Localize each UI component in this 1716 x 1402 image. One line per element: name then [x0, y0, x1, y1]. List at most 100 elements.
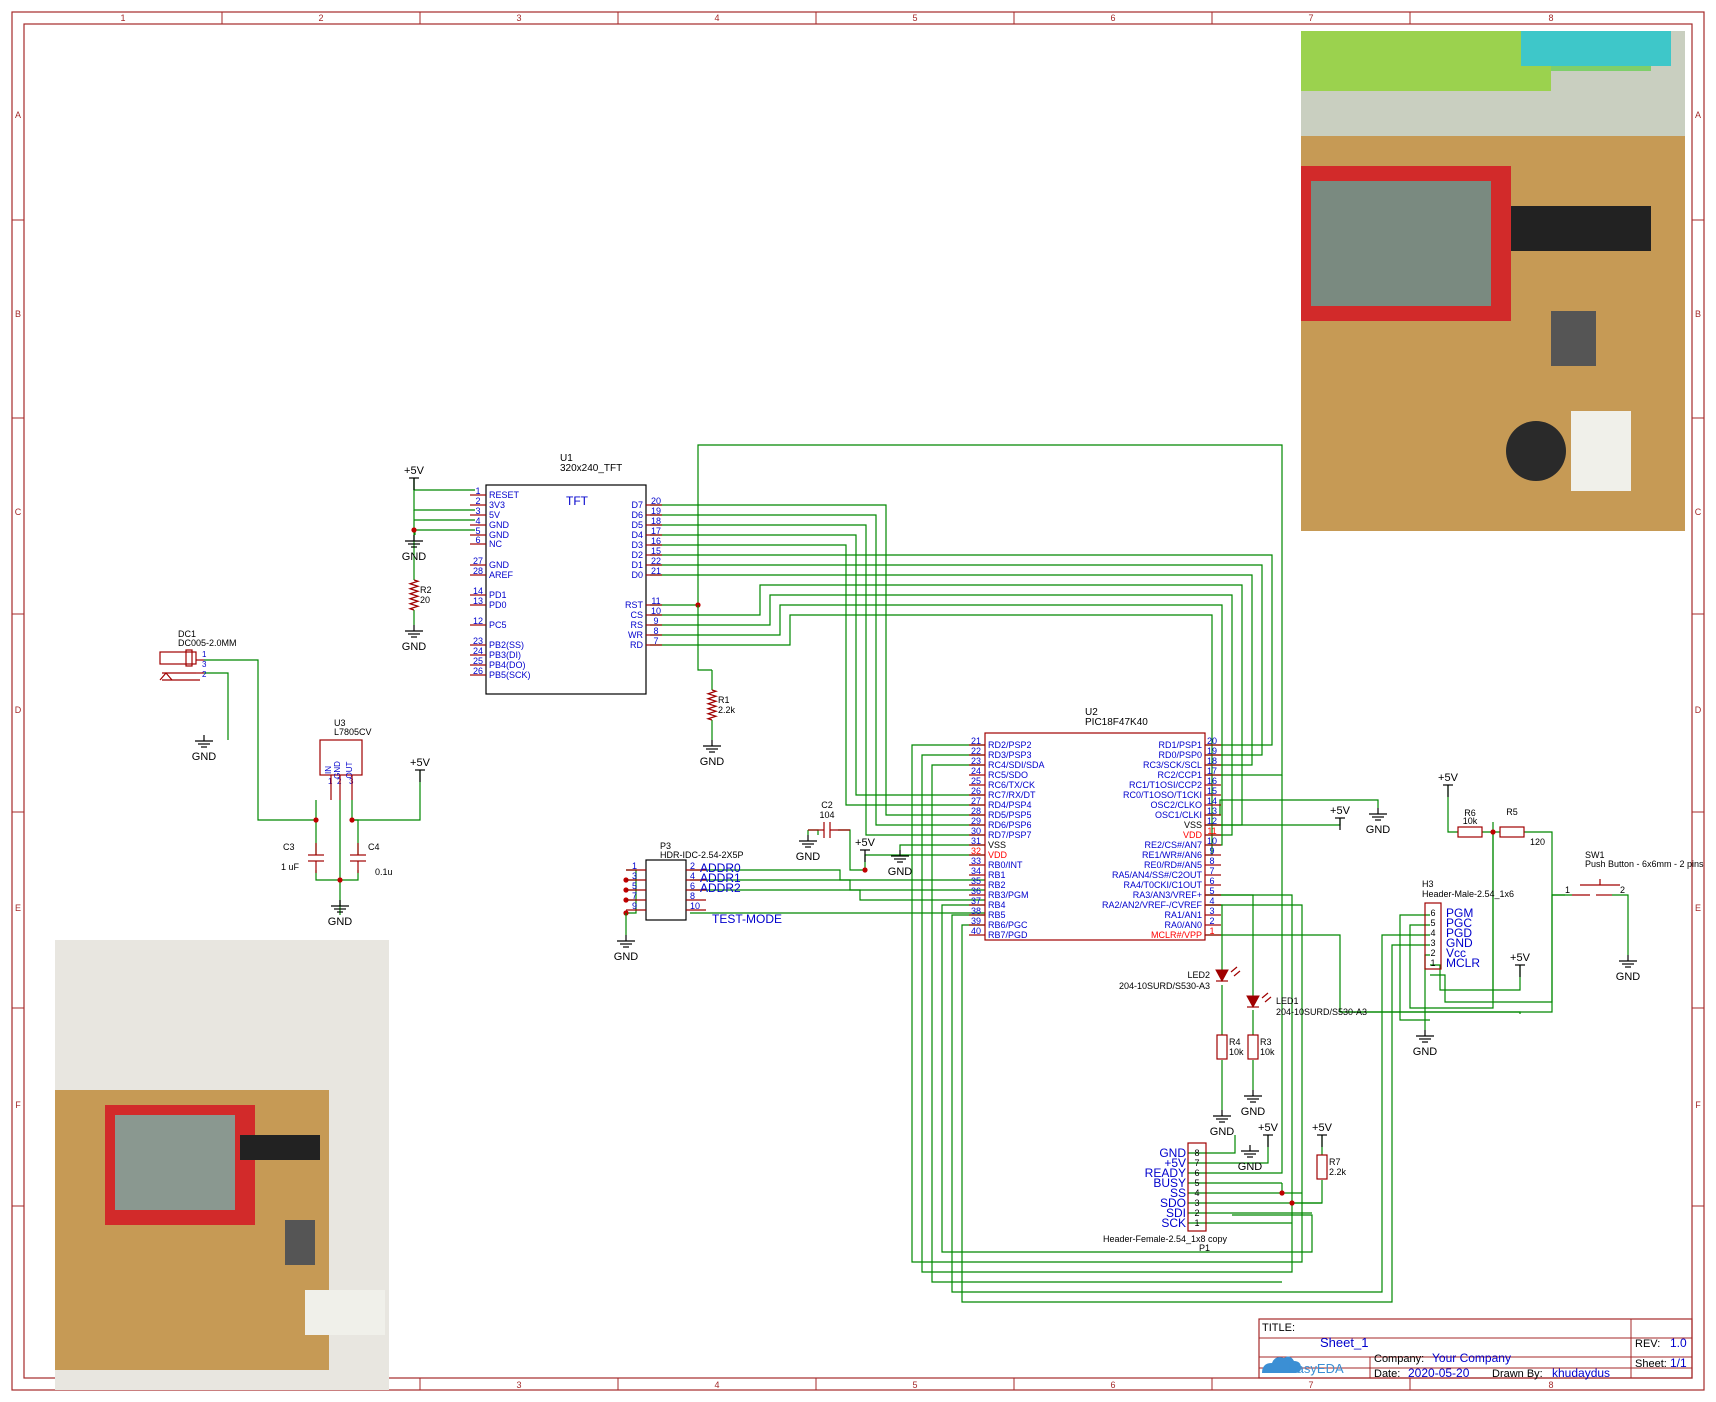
u1-pin-name: 3V3 [489, 500, 505, 510]
junction-dot [1289, 1200, 1295, 1206]
gnd-label: GND [1366, 824, 1391, 836]
wire [1205, 799, 1379, 816]
u1-pin-name: D7 [631, 500, 643, 510]
u2-pin-name: RD6/PSP6 [988, 820, 1032, 830]
u1-pin-number: 16 [651, 536, 661, 546]
u1-pin-name: PC5 [489, 620, 507, 630]
led2-ray [1230, 966, 1238, 973]
gnd-label: GND [888, 866, 913, 878]
u2-pin-name: RD0/PSP0 [1158, 750, 1202, 760]
gnd-symbol: GND [192, 735, 216, 763]
vcc-label: +5V [410, 757, 431, 769]
u1-pin-name: WR [628, 630, 643, 640]
u1-value: 320x240_TFT [560, 463, 622, 474]
wire [315, 870, 341, 915]
r4-resistor-value: 10k [1229, 1047, 1244, 1057]
led1-ray [1264, 996, 1272, 1003]
sw1-ref: SW1 [1585, 850, 1605, 860]
u2-pin-number: 38 [971, 906, 981, 916]
r5-resistor: R5 120 [1499, 807, 1545, 847]
c4-capacitor-value: 0.1u [375, 867, 393, 877]
u2-pin-number: 14 [1207, 796, 1217, 806]
photos [55, 31, 1685, 1390]
u2-pin-name: RB3/PGM [988, 890, 1029, 900]
u2-pin-number: 15 [1207, 786, 1217, 796]
column-marker: 1 [120, 13, 125, 23]
wire [650, 574, 1253, 766]
net-label-addr0: ADDR0 [700, 861, 741, 875]
u1-pin-name: PD1 [489, 590, 507, 600]
wire [204, 659, 317, 821]
u2-pin-name: RB7/PGD [988, 930, 1028, 940]
u1-pin-number: 6 [475, 535, 480, 545]
vcc-symbol: +5V [1258, 1122, 1279, 1147]
wire [650, 614, 1213, 856]
inner-border [23, 23, 1693, 1379]
u2-pin-name: RB2 [988, 880, 1006, 890]
u2-pin-name: VSS [988, 840, 1006, 850]
led1-value: 204-10SURD/S530-A3 [1276, 1007, 1367, 1017]
u2-pin-number: 16 [1207, 776, 1217, 786]
u2-pin-number: 17 [1207, 766, 1217, 776]
p1-pin-number: 7 [1194, 1158, 1199, 1168]
wire [351, 770, 421, 821]
c3-capacitor-value: 1 uF [281, 862, 300, 872]
r4-resistor-ref: R4 [1229, 1037, 1241, 1047]
u1-pin-name: RESET [489, 490, 520, 500]
column-marker: 6 [1110, 1380, 1115, 1390]
c4-capacitor: C40.1u [350, 842, 393, 877]
u2-pin-name: RC5/SDO [988, 770, 1028, 780]
dc1-ref: DC1 [178, 629, 196, 639]
dc1-body [159, 651, 197, 665]
u2-pin-name: RB4 [988, 900, 1006, 910]
vcc-symbol: +5V [1330, 805, 1351, 830]
h3-pin-number: 4 [1430, 928, 1435, 938]
u2-pin-number: 40 [971, 926, 981, 936]
u1-pin-name: CS [630, 610, 643, 620]
row-marker: C [15, 507, 22, 517]
u2-pin-number: 29 [971, 816, 981, 826]
pcb-photo-bottom-left-breadboard [305, 1290, 385, 1335]
led2-value: 204-10SURD/S530-A3 [1119, 981, 1210, 991]
u2-pin-number: 8 [1209, 856, 1214, 866]
r5-resistor-value: 120 [1530, 837, 1545, 847]
gnd-symbol: GND [1210, 1110, 1234, 1138]
u1-pin-number: 24 [473, 646, 483, 656]
column-marker: 3 [516, 1380, 521, 1390]
gnd-symbol: GND [1616, 955, 1640, 983]
gnd-label: GND [1238, 1161, 1263, 1173]
wire [1612, 894, 1629, 955]
column-marker: 8 [1548, 13, 1553, 23]
wire [650, 524, 985, 836]
u2-pin-name: RD1/PSP1 [1158, 740, 1202, 750]
u1-pin-name: PB3(DI) [489, 650, 521, 660]
p3-value: HDR-IDC-2.54-2X5P [660, 850, 744, 860]
column-marker: 2 [318, 13, 323, 23]
u1-pin-number: 3 [475, 506, 480, 516]
led1-ray [1261, 992, 1269, 999]
u2-pin-number: 7 [1209, 866, 1214, 876]
u2-pin-number: 12 [1207, 816, 1217, 826]
u2-pin-number: 19 [1207, 746, 1217, 756]
pcb-photo-top-right-lcd-screen [1311, 181, 1491, 306]
gnd-symbol: GND [328, 900, 352, 928]
r5-resistor-ref: R5 [1506, 807, 1518, 817]
u1-pin-number: 5 [475, 526, 480, 536]
u3-value: L7805CV [334, 727, 372, 737]
p3-pin-number: 4 [690, 871, 695, 881]
u2-pin-number: 37 [971, 896, 981, 906]
wire [808, 829, 819, 835]
column-marker: 5 [912, 13, 917, 23]
u1-pin-number: 21 [651, 566, 661, 576]
wire [1399, 914, 1430, 1021]
row-marker: D [1695, 705, 1702, 715]
c3-capacitor: C31 uF [281, 842, 324, 873]
gnd-symbol: GND [1241, 1090, 1265, 1118]
junction-dot [1279, 1190, 1285, 1196]
wire [650, 594, 1233, 836]
p1-pin-name: GND [1159, 1146, 1186, 1160]
